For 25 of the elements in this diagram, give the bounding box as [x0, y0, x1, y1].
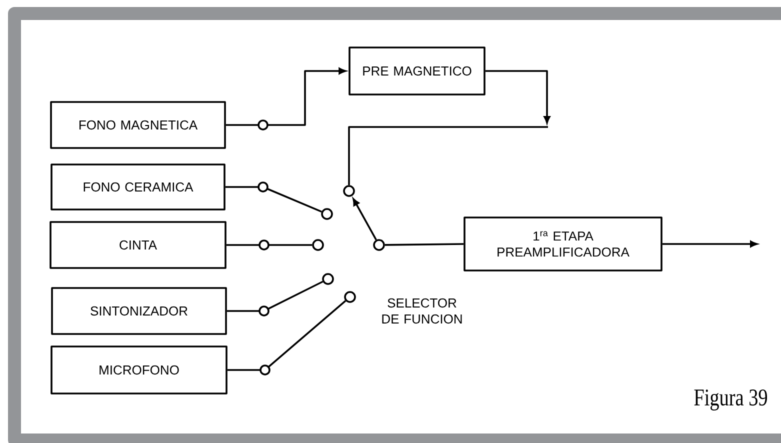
- connector-line: [225, 182, 322, 213]
- arrow: [485, 70, 550, 124]
- block-box: SINTONIZADOR: [51, 287, 227, 335]
- arrow: [352, 198, 377, 240]
- connector-line: [227, 300, 346, 376]
- connector-line: [226, 240, 312, 250]
- block-box: 1$^{ra}$ ETAPA PREAMPLIFICADORA: [464, 216, 662, 272]
- block-box: CINTA: [50, 221, 226, 269]
- contact-circle: [321, 208, 333, 220]
- block-box: FONO MAGNETICA: [50, 101, 226, 149]
- connector-line: [226, 280, 324, 316]
- block-box: PRE MAGNETICO: [348, 46, 486, 96]
- contact-circle: [373, 239, 385, 251]
- block-box: FONO CERAMICA: [50, 164, 226, 210]
- block-box: MICROFONO: [50, 346, 228, 394]
- connector-line: [348, 126, 548, 186]
- contact-circle: [343, 185, 355, 197]
- switch-label: SELECTOR DE FUNCION: [382, 298, 462, 324]
- figure-caption: Figura 39: [694, 389, 768, 411]
- connector-line: [384, 243, 464, 246]
- contact-circle: [312, 239, 324, 251]
- arrow: [662, 240, 758, 248]
- arrow: [226, 68, 346, 130]
- contact-circle: [322, 273, 334, 285]
- contact-circle: [344, 291, 356, 303]
